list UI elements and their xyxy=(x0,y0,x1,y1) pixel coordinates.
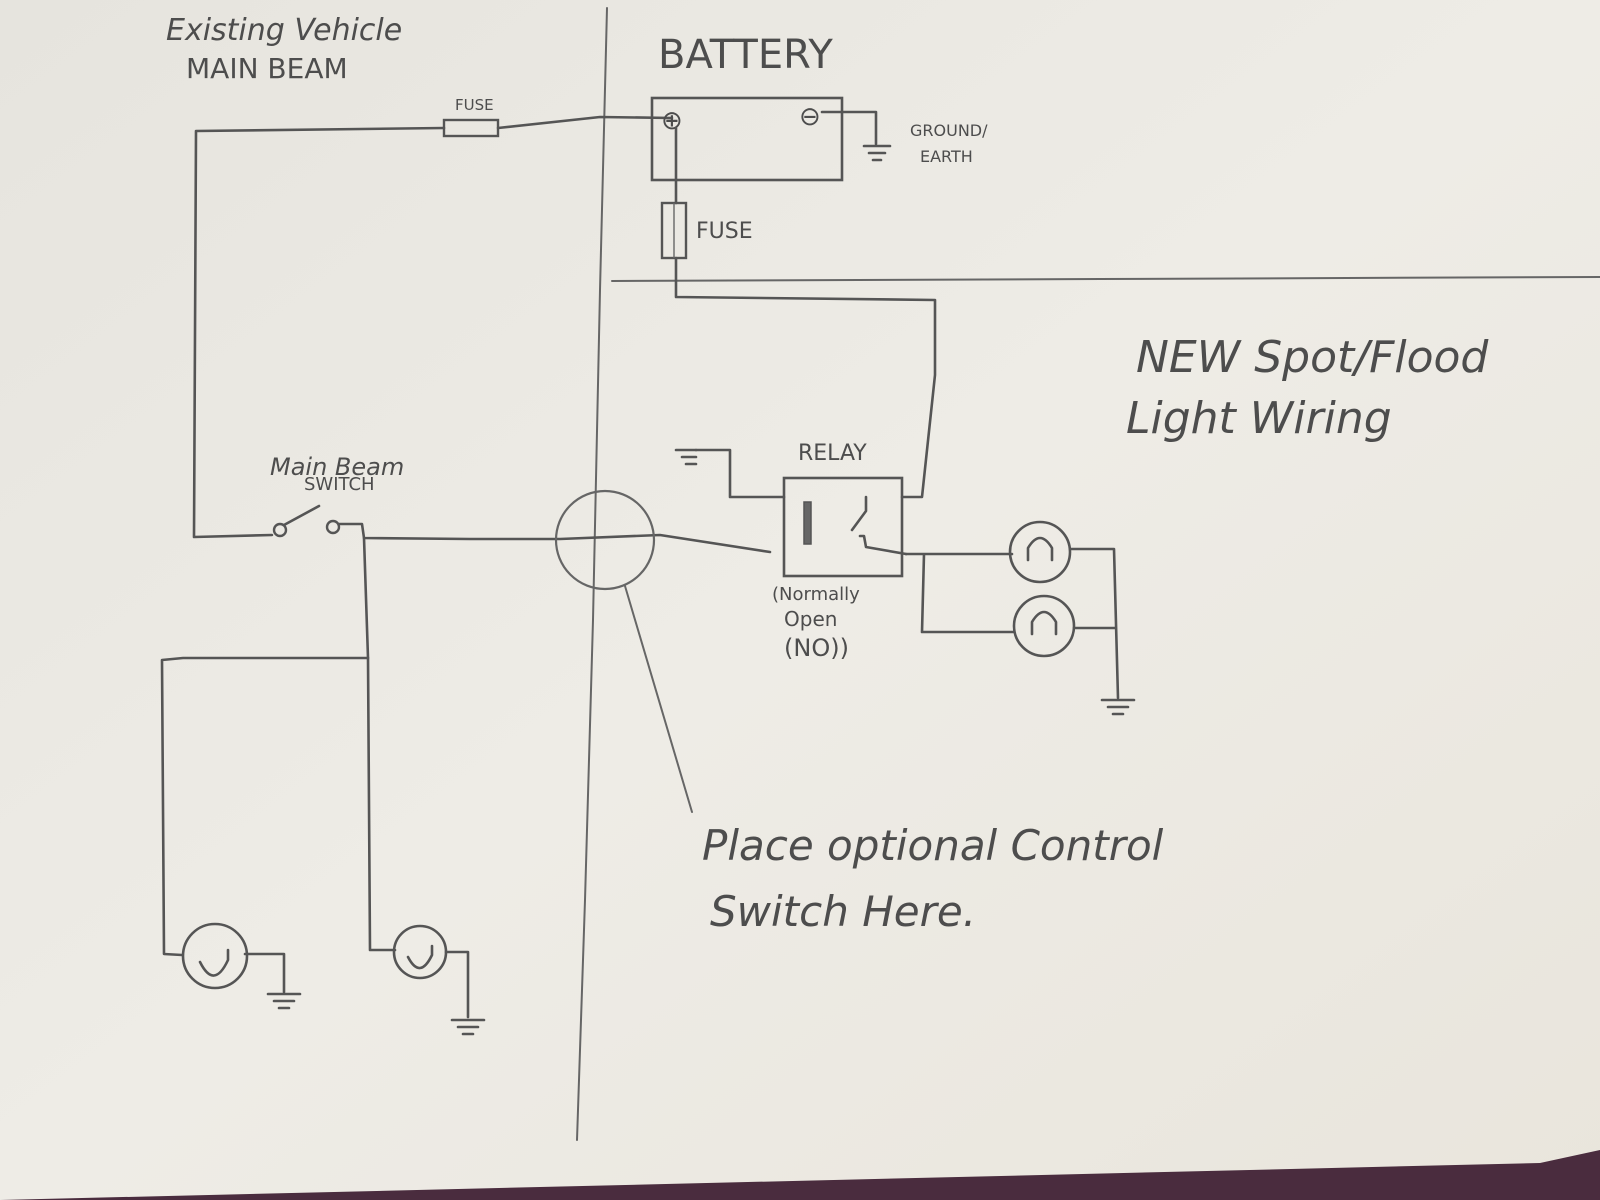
optional-switch-location-circle xyxy=(554,489,656,591)
control-note-line1: Place optional Control xyxy=(702,821,1164,870)
spotlight-upper xyxy=(1008,520,1072,584)
existing-headlamp-left xyxy=(181,922,286,994)
battery-title: BATTERY xyxy=(658,32,833,78)
relay-feed-fuse xyxy=(660,201,688,260)
battery-symbol: ⊕ ⊖ xyxy=(650,96,844,182)
relay-note-line2: Open xyxy=(784,607,837,631)
main-beam-switch xyxy=(272,504,341,538)
relay-symbol xyxy=(782,476,908,578)
battery-negative-terminal: ⊖ xyxy=(799,102,821,132)
switch-contact-right xyxy=(325,519,341,535)
ground-symbol xyxy=(674,448,698,466)
spotlight-lower xyxy=(1012,594,1076,658)
battery-positive-terminal: ⊕ xyxy=(661,106,683,136)
headlamp-branch-wire xyxy=(160,536,370,957)
relay-fuse-label: FUSE xyxy=(696,219,753,244)
switch-label-line1: Main Beam xyxy=(270,453,404,481)
control-note-line2: Switch Here. xyxy=(710,887,976,936)
spotlight-ground-wire xyxy=(1068,547,1120,700)
ground-symbol xyxy=(266,992,302,1010)
callout-leader-line xyxy=(624,585,693,813)
horizontal-divider-line xyxy=(611,276,1600,282)
existing-headlamp-right xyxy=(392,924,470,1019)
headlamp-right-feed-wire xyxy=(366,656,397,952)
switch-lever xyxy=(282,504,321,527)
vertical-divider-line xyxy=(576,7,608,1141)
ground-label-line2: EARTH xyxy=(920,147,973,166)
relay-power-wire xyxy=(674,256,937,499)
relay-coil xyxy=(803,501,812,545)
relay-note-line3: (NO)) xyxy=(784,634,849,662)
switch-label-line2: SWITCH xyxy=(304,474,375,495)
new-section-title-line2: Light Wiring xyxy=(1126,393,1392,444)
relay-note-line1: (Normally xyxy=(772,584,860,605)
new-section-title-line1: NEW Spot/Flood xyxy=(1136,332,1489,383)
main-beam-feed-wire xyxy=(192,115,674,539)
ground-label-line1: GROUND/ xyxy=(910,121,988,140)
ground-symbol xyxy=(1100,698,1136,716)
switch-contact-left xyxy=(272,522,288,538)
existing-title-line1: Existing Vehicle xyxy=(166,13,402,48)
switch-output-wire xyxy=(337,522,772,554)
ground-symbol xyxy=(450,1018,486,1036)
existing-title-line2: MAIN BEAM xyxy=(186,52,348,85)
ground-symbol xyxy=(862,144,892,162)
relay-coil-ground-wire xyxy=(694,448,786,499)
existing-fuse-label: FUSE xyxy=(455,96,494,114)
relay-label: RELAY xyxy=(798,441,867,466)
relay-switch-contact xyxy=(850,495,908,556)
spotlight-feed-wire xyxy=(904,552,1016,634)
battery-ground-wire xyxy=(820,110,878,146)
